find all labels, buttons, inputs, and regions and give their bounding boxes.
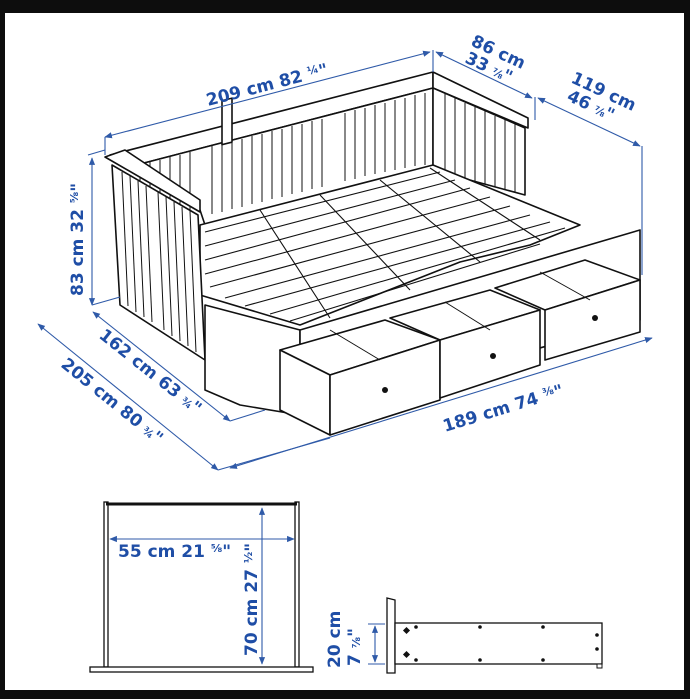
dim-drawer-height-in: 7 ⅞" [345, 628, 365, 666]
drawer-3-knob [592, 315, 598, 321]
drawer-2-knob [490, 353, 496, 359]
bed-slats [204, 167, 566, 322]
drawer-1-knob [382, 387, 388, 393]
dim-depth-extended-in: 46 ⅞" [564, 86, 618, 125]
right-arm-spindles [444, 94, 516, 193]
main-dimension-lines [37, 50, 653, 471]
drawer-side-view: 20 cm 7 ⅞" [325, 597, 603, 674]
slatted-bed-base [199, 164, 581, 326]
dim-drawer-depth: 70 cm 27 ½" [242, 543, 262, 656]
right-arm-panel [432, 87, 526, 196]
dim-drawer-height-cm: 20 cm [325, 611, 345, 668]
diagram-svg: 209 cm 82 ¼" 86 cm 33 ⅞" 119 cm 46 ⅞" 83… [37, 31, 653, 674]
left-arm-top [104, 149, 201, 213]
drawer-front-view: 55 cm 21 ⅝" 70 cm 27 ½" [89, 501, 314, 673]
side-view-dowel-holes [402, 625, 599, 662]
dimension-diagram: 209 cm 82 ¼" 86 cm 33 ⅞" 119 cm 46 ⅞" 83… [5, 13, 684, 690]
dim-height: 83 cm 32 ⅝" [68, 183, 88, 296]
dim-drawer-width: 55 cm 21 ⅝" [118, 542, 231, 562]
